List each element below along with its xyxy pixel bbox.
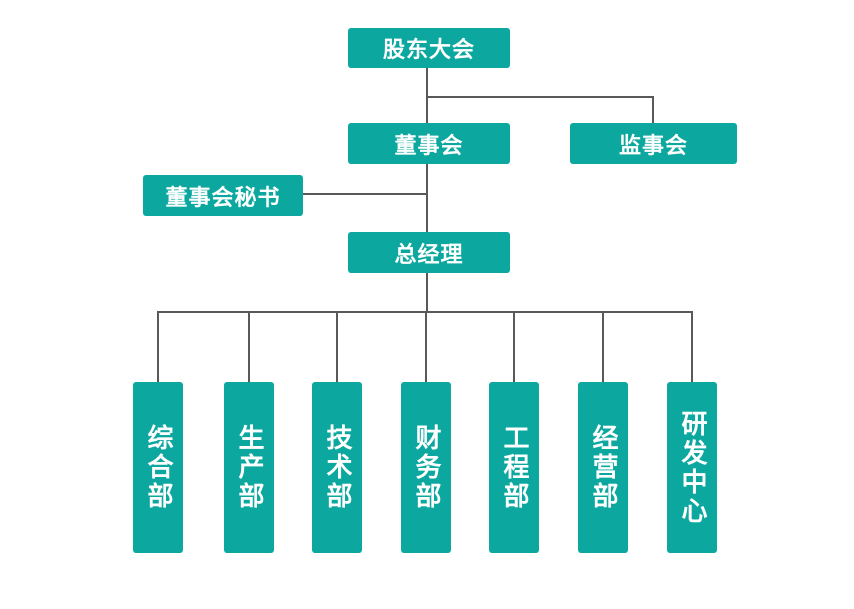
connector-drop-dept-2	[248, 311, 250, 382]
org-node-label: 总经理	[394, 242, 464, 268]
connector-drop-dept-3	[336, 311, 338, 382]
org-node-dept-engineering: 工程部	[489, 382, 539, 553]
org-node-label: 董事会秘书	[165, 185, 281, 211]
org-node-label: 工程部	[499, 424, 529, 511]
org-node-dept-general-affairs: 综合部	[133, 382, 183, 553]
org-node-board-of-directors: 董事会	[348, 123, 510, 164]
org-node-dept-technology: 技术部	[312, 382, 362, 553]
org-node-label: 监事会	[618, 133, 688, 159]
connector-board-gm	[426, 164, 428, 232]
connector-drop-dept-7	[691, 311, 693, 382]
org-node-label: 财务部	[411, 424, 441, 511]
org-node-board-secretary: 董事会秘书	[143, 175, 303, 216]
org-node-label: 生产部	[234, 424, 264, 511]
connector-drop-dept-1	[157, 311, 159, 382]
org-node-label: 综合部	[143, 424, 173, 511]
connector-drop-dept-6	[602, 311, 604, 382]
org-node-label: 研发中心	[677, 409, 707, 526]
connector-branch-horizontal	[426, 96, 654, 98]
org-node-label: 股东大会	[382, 38, 475, 63]
connector-drop-dept-4	[425, 311, 427, 382]
org-node-label: 技术部	[322, 424, 352, 511]
connector-supervisors-vertical	[652, 96, 654, 123]
connector-drop-dept-5	[513, 311, 515, 382]
org-node-dept-production: 生产部	[224, 382, 274, 553]
org-node-shareholders-meeting: 股东大会	[348, 28, 510, 68]
connector-secretary-horizontal	[303, 193, 427, 195]
org-node-dept-finance: 财务部	[401, 382, 451, 553]
org-node-supervisory-board: 监事会	[570, 123, 737, 164]
org-node-label: 董事会	[394, 133, 464, 159]
org-node-dept-business: 经营部	[578, 382, 628, 553]
org-node-label: 经营部	[588, 424, 618, 511]
org-node-general-manager: 总经理	[348, 232, 510, 273]
org-node-rnd-center: 研发中心	[667, 382, 717, 553]
connector-shareholders-board	[426, 68, 428, 123]
connector-gm-vertical	[426, 273, 428, 312]
